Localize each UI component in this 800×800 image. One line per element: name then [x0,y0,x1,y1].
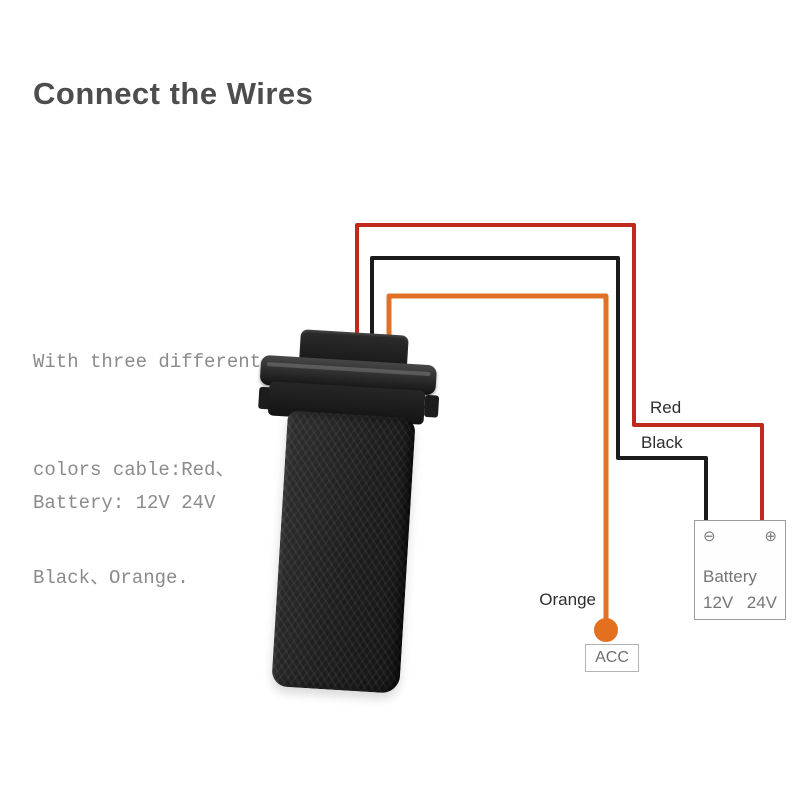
minus-terminal-icon: ⊖ [703,528,716,545]
description-line: Black、Orange. [33,567,189,589]
tracker-device [241,325,443,697]
battery-voltage-note: Battery: 12V 24V [33,492,216,514]
orange-wire-label: Orange [539,590,596,609]
red-wire [355,223,764,526]
description-line: colors cable:Red、 [33,459,235,481]
battery-voltage-24v: 24V [746,593,777,612]
battery-box: ⊖ ⊕ Battery 12V 24V [694,520,786,620]
acc-connector-dot [594,618,618,642]
battery-terminals: ⊖ ⊕ [703,527,777,545]
battery-voltage-12v: 12V [703,593,734,612]
red-wire-label: Red [650,398,682,417]
acc-label-box: ACC [585,644,639,672]
description-text: With three different colors cable:Red、 B… [33,272,261,668]
plus-terminal-icon: ⊕ [764,528,777,545]
black-wire-label: Black [641,433,683,452]
battery-label: Battery [703,567,757,586]
orange-wire [386,293,609,623]
page-title: Connect the Wires [33,76,314,111]
battery-voltages: 12V 24V [703,593,777,613]
device-body [271,410,416,694]
black-wire [370,256,708,526]
description-line: With three different [33,351,262,373]
device-tab-right [423,394,440,418]
plug-shine [266,362,431,377]
